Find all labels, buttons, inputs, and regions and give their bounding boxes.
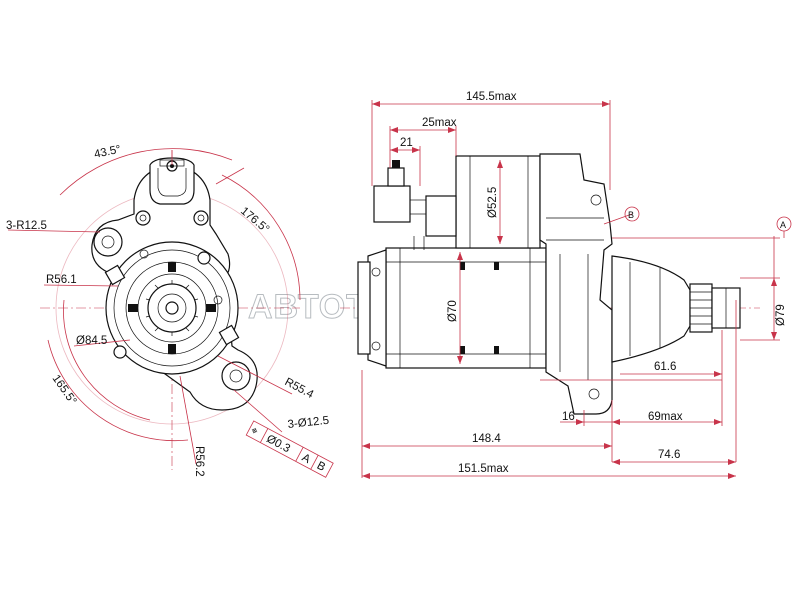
dim-holes: 3-Ø12.5: [287, 415, 330, 431]
dim-angle-left: 165.5°: [50, 373, 79, 407]
dim-dia79: Ø79: [775, 304, 787, 326]
dim-74-6: 74.6: [658, 449, 680, 461]
datum-a: A: [780, 220, 786, 230]
dim-radius-holes: 3-R12.5: [6, 220, 47, 232]
dim-r55-4: R55.4: [283, 376, 316, 401]
dim-61-6: 61.6: [654, 361, 676, 373]
dim-dia52-5: Ø52.5: [487, 187, 499, 218]
dim-dia70: Ø70: [447, 300, 459, 322]
dim-dia84-5: Ø84.5: [76, 335, 107, 347]
dim-r56-2: R56.2: [193, 446, 205, 477]
dim-overall-top: 145.5max: [466, 91, 517, 103]
tolerance-datum-a: A: [300, 452, 313, 466]
dim-angle-top: 43.5°: [93, 144, 122, 161]
tolerance-symbol: ⌖: [248, 425, 260, 439]
datum-b: B: [628, 210, 634, 220]
dim-148-4: 148.4: [472, 433, 501, 445]
dim-25max: 25max: [422, 117, 457, 129]
dim-21: 21: [400, 137, 413, 149]
dim-151-5max: 151.5max: [458, 463, 509, 475]
side-view: [340, 100, 792, 479]
dim-r56-1: R56.1: [46, 274, 77, 286]
tolerance-datum-b: B: [315, 460, 328, 474]
dim-16: 16: [562, 411, 575, 423]
front-view: [7, 148, 301, 470]
dim-69max: 69max: [648, 411, 683, 423]
